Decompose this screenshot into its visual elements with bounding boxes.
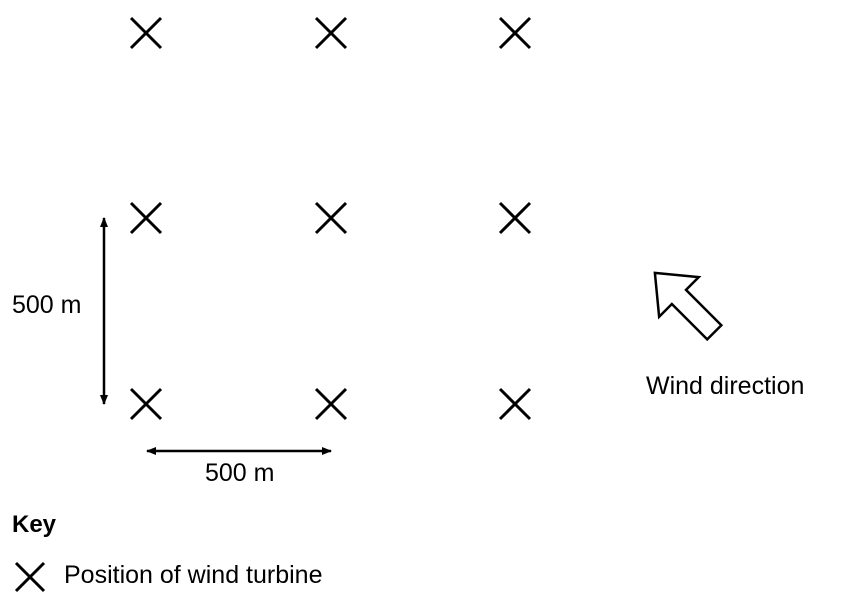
horizontal-spacing-label: 500 m	[205, 459, 275, 487]
turbine-cross-icon	[498, 201, 532, 235]
turbine-cross-icon	[498, 387, 532, 421]
turbine-cross-icon	[129, 387, 163, 421]
turbine-grid	[129, 16, 532, 421]
turbine-cross-icon	[129, 16, 163, 50]
turbine-cross-icon	[129, 201, 163, 235]
key-item-label: Position of wind turbine	[64, 561, 323, 589]
vertical-spacing-label: 500 m	[12, 291, 82, 319]
wind-direction-label: Wind direction	[646, 372, 805, 400]
turbine-cross-icon	[498, 16, 532, 50]
turbine-cross-icon	[314, 387, 348, 421]
key-cross-icon	[14, 561, 46, 593]
turbine-cross-icon	[314, 16, 348, 50]
turbine-cross-icon	[314, 201, 348, 235]
wind-direction-arrow-icon	[653, 271, 724, 342]
key-title: Key	[12, 511, 57, 538]
